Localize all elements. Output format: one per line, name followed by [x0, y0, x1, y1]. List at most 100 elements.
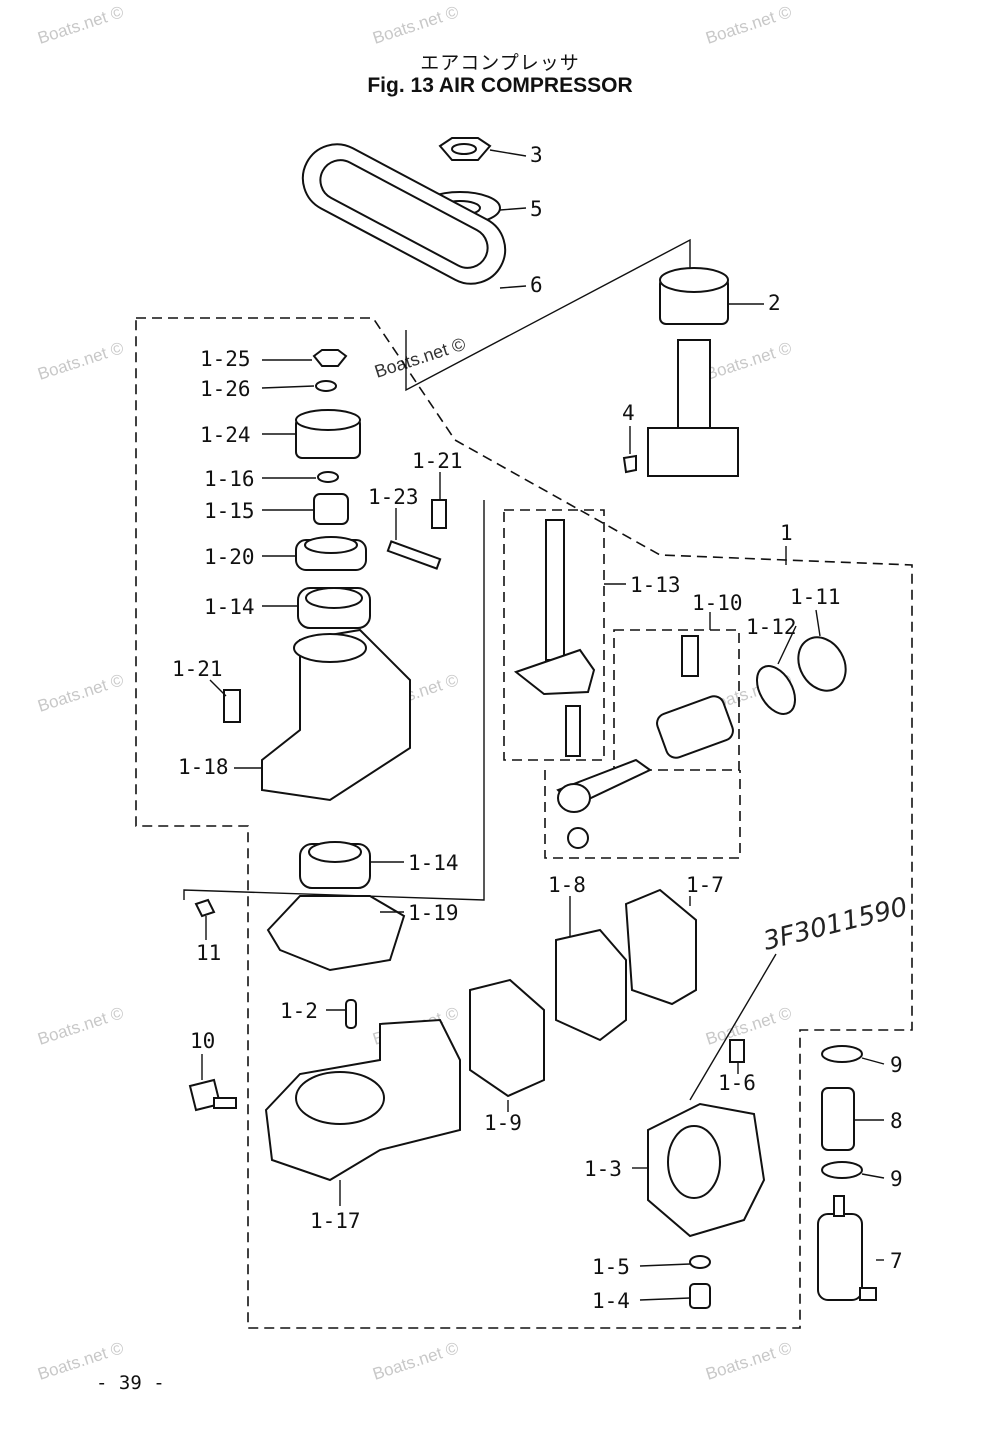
label-1-5: 1-5	[592, 1255, 630, 1279]
watermark-text: Boats.net ©	[35, 2, 126, 48]
watermark-text: Boats.net ©	[703, 1003, 794, 1049]
bearing-b-hole	[308, 841, 362, 863]
filter-7	[817, 1213, 863, 1301]
gasket-1-9	[469, 978, 545, 1098]
label-2: 2	[768, 291, 781, 315]
engine-housing-stub	[647, 427, 739, 477]
piston	[656, 695, 734, 759]
gasket-1-19	[266, 895, 406, 972]
label-1-2: 1-2	[280, 999, 318, 1023]
watermark-text: Boats.net ©	[370, 1338, 461, 1384]
housing-bore	[293, 633, 367, 663]
watermark-text: Boats.net ©	[703, 2, 794, 48]
strap-1-23	[386, 540, 442, 570]
watermark-text: Boats.net ©	[703, 1338, 794, 1384]
fitting-1-4	[689, 1283, 711, 1309]
crankshaft-group-outline	[503, 509, 605, 761]
label-8: 8	[890, 1109, 903, 1133]
label-10: 10	[190, 1029, 215, 1053]
washer-1-26	[315, 380, 337, 392]
bolt-1-21b	[223, 689, 241, 723]
filter-outlet	[859, 1287, 877, 1301]
handwritten-part-number: 3F3011590	[760, 892, 910, 957]
label-5: 5	[530, 197, 543, 221]
pulley-top	[659, 267, 729, 293]
label-1-6: 1-6	[718, 1071, 756, 1095]
timing-belt-inner	[319, 159, 489, 269]
assembly-1-outline	[135, 317, 913, 1329]
clamp-9	[821, 1045, 863, 1063]
pin-11	[194, 898, 216, 918]
cylinder-bore	[295, 1071, 385, 1125]
label-1-26: 1-26	[200, 377, 251, 401]
label-1-14-b: 1-14	[408, 851, 459, 875]
engine-shaft	[677, 339, 711, 431]
label-1-3: 1-3	[584, 1157, 622, 1181]
hose-parts	[817, 1045, 877, 1301]
ring-1-11	[797, 636, 847, 692]
figure-title: Fig. 13 AIR COMPRESSOR	[367, 74, 633, 97]
washer-1-16	[317, 471, 339, 483]
title-japanese: エアコンプレッサ	[420, 52, 580, 74]
crank-pin	[565, 705, 581, 757]
watermark-text: Boats.net ©	[35, 1003, 126, 1049]
filter-inlet	[833, 1195, 845, 1217]
nut-hole	[451, 143, 477, 155]
label-1-17: 1-17	[310, 1209, 361, 1233]
crankshaft-1-13	[545, 519, 565, 661]
label-1-21-b: 1-21	[172, 657, 223, 681]
assembly-outlines	[135, 238, 913, 1329]
spacer-1-15	[313, 493, 349, 525]
label-1-19: 1-19	[408, 901, 459, 925]
nut-1-25	[312, 349, 348, 367]
label-7: 7	[890, 1249, 903, 1273]
label-1-4: 1-4	[592, 1289, 630, 1313]
hose-8	[821, 1087, 855, 1151]
head-port	[667, 1125, 721, 1199]
top-parts	[301, 137, 739, 477]
leader-lines	[201, 149, 885, 1301]
watermark-text: Boats.net ©	[35, 670, 126, 716]
gear-top	[295, 409, 361, 431]
label-3: 3	[530, 143, 543, 167]
label-1-16: 1-16	[204, 467, 255, 491]
part-labels: 3 5 6 2 4 1 1-25 1-26 1-24 1-16 1-15 1-2…	[172, 143, 903, 1313]
page-number: - 39 -	[96, 1372, 165, 1394]
ring-1-12	[756, 665, 796, 715]
pin-1-2	[345, 999, 357, 1029]
piston-pin-1-10	[681, 635, 699, 677]
handwritten-arrow	[689, 953, 777, 1101]
label-4: 4	[622, 401, 635, 425]
label-1-8: 1-8	[548, 873, 586, 897]
label-11: 11	[196, 941, 221, 965]
label-1-24: 1-24	[200, 423, 251, 447]
watermark-text: Boats.net ©	[35, 338, 126, 384]
watermark-text: Boats.net ©	[372, 334, 468, 382]
label-1-12: 1-12	[746, 615, 797, 639]
handwritten-annotation: 3F3011590	[689, 892, 911, 1101]
crankshaft-piston-parts	[513, 519, 847, 849]
bolt-10-shank	[213, 1097, 237, 1109]
label-1-7: 1-7	[686, 873, 724, 897]
label-1-14: 1-14	[204, 595, 255, 619]
label-1-15: 1-15	[204, 499, 255, 523]
label-9-b: 9	[890, 1167, 903, 1191]
label-1: 1	[780, 521, 793, 545]
conrod-group-outline	[544, 770, 741, 859]
label-1-13: 1-13	[630, 573, 681, 597]
bolt-1-6	[729, 1039, 745, 1063]
watermark-text: Boats.net ©	[370, 2, 461, 48]
label-1-10: 1-10	[692, 591, 743, 615]
bolt-1-21	[431, 499, 447, 529]
washer-1-5	[689, 1255, 711, 1269]
label-1-20: 1-20	[204, 545, 255, 569]
lower-parts	[188, 888, 766, 1309]
label-1-23: 1-23	[368, 485, 419, 509]
bearing-hole	[305, 587, 363, 609]
left-stack-parts	[194, 349, 447, 972]
housing-1-18	[261, 628, 411, 802]
crank-web	[513, 648, 596, 696]
label-1-11: 1-11	[790, 585, 841, 609]
